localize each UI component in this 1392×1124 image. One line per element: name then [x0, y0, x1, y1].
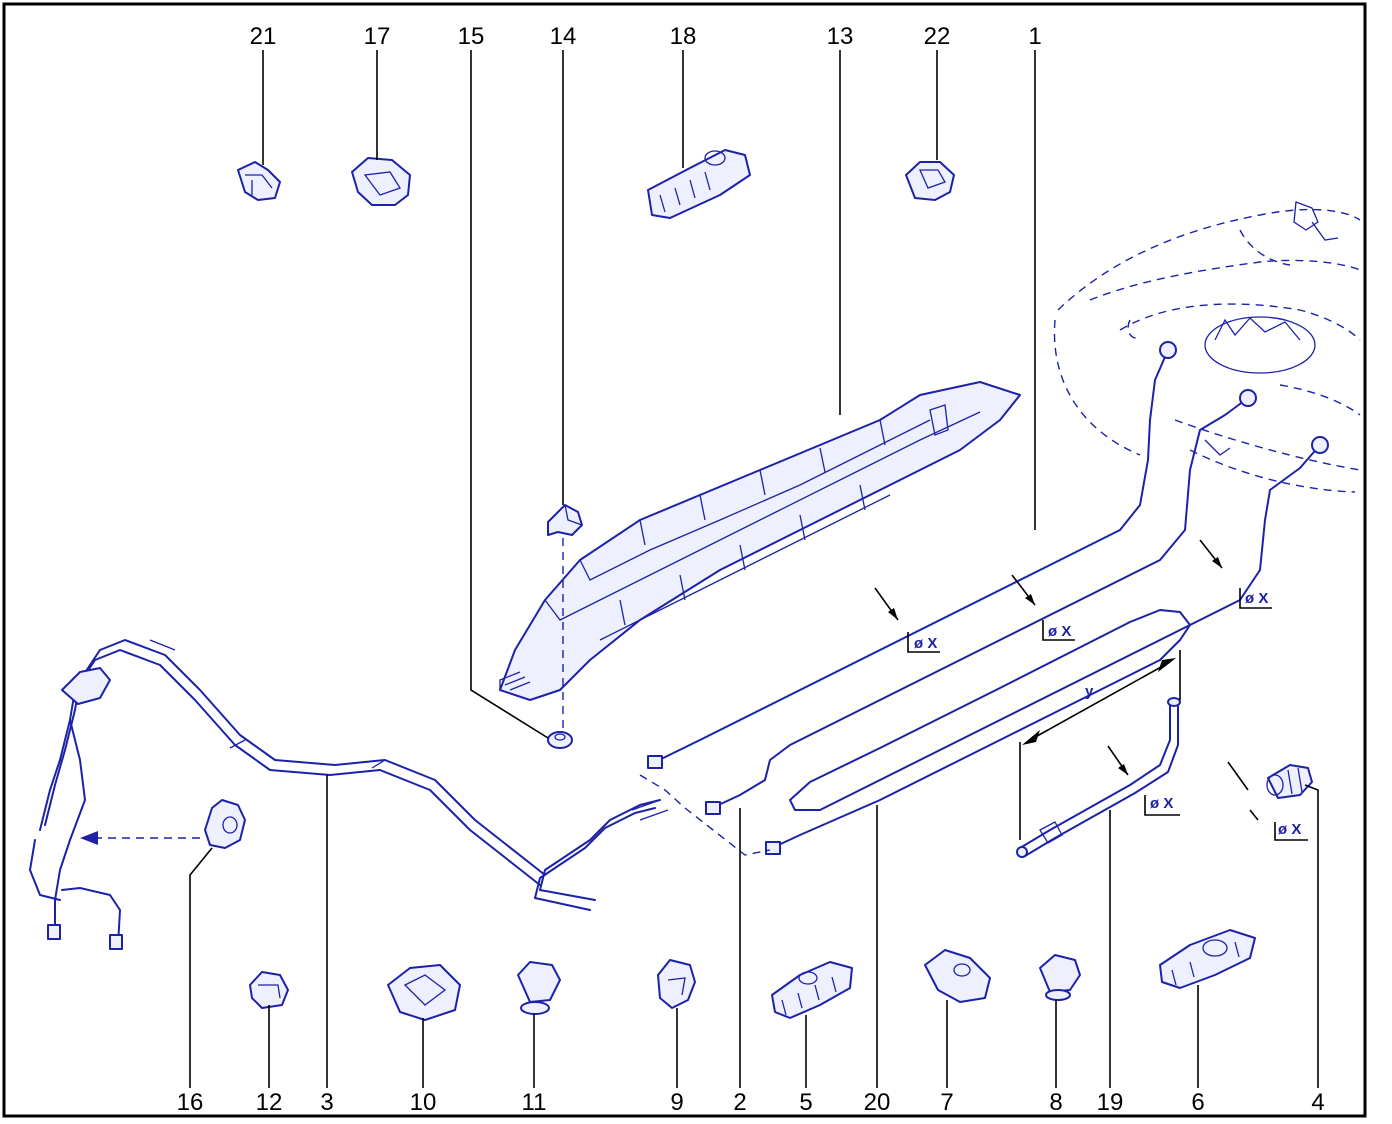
callout-3: 3 — [320, 1089, 333, 1116]
diameter-label-1: ø X — [914, 635, 937, 652]
floor-heat-shield-13 — [499, 381, 1021, 701]
callout-1: 1 — [1028, 23, 1041, 50]
clip-9 — [657, 959, 696, 1009]
clip-6 — [1159, 929, 1256, 989]
diameter-marker-1: ø X — [874, 587, 940, 653]
callout-6: 6 — [1191, 1089, 1204, 1116]
vehicle-underbody-outline — [1053, 201, 1361, 493]
callout-18: 18 — [670, 23, 697, 50]
callout-7: 7 — [940, 1089, 953, 1116]
clip-21 — [237, 161, 281, 201]
callout-13: 13 — [827, 23, 854, 50]
callout-4: 4 — [1311, 1089, 1324, 1116]
diameter-marker-4: ø X — [1107, 745, 1180, 816]
clip-11 — [517, 961, 561, 1015]
clip-18 — [647, 149, 751, 219]
diagram-frame — [2, 2, 1367, 1118]
callout-16: 16 — [177, 1089, 204, 1116]
clip-8 — [1039, 954, 1081, 1001]
callout-22: 22 — [924, 23, 951, 50]
bracket-14 — [547, 504, 583, 730]
diameter-marker-5: ø X — [1227, 761, 1308, 841]
callout-9: 9 — [670, 1089, 683, 1116]
callout-leaders — [189, 50, 1319, 1088]
pipe-2 — [705, 389, 1257, 815]
clip-17 — [351, 157, 411, 206]
clip-12 — [249, 971, 289, 1009]
callout-21: 21 — [250, 23, 277, 50]
pipe-19 — [1016, 697, 1181, 858]
callout-12: 12 — [256, 1089, 283, 1116]
pipe-assembly-3 — [29, 639, 661, 950]
diameter-label-4: ø X — [1150, 795, 1173, 812]
bracket-16 — [80, 799, 246, 849]
callout-8: 8 — [1049, 1089, 1062, 1116]
callout-5: 5 — [799, 1089, 812, 1116]
callout-numbers: 21 17 15 14 18 13 22 1 16 12 3 10 11 9 2… — [177, 23, 1325, 1116]
callout-15: 15 — [458, 23, 485, 50]
pipe-assembly-3-connectors — [631, 774, 771, 856]
pipe-20 — [765, 436, 1329, 855]
dimension-y: y — [1019, 650, 1181, 840]
dimension-y-label: y — [1085, 683, 1094, 700]
diameter-label-3: ø X — [1245, 590, 1268, 607]
pipe-1 — [647, 341, 1177, 769]
diameter-marker-2: ø X — [1011, 574, 1075, 641]
callout-14: 14 — [550, 23, 577, 50]
nut-15 — [547, 731, 573, 749]
diameter-marker-3: ø X — [1199, 539, 1272, 609]
callout-17: 17 — [364, 23, 391, 50]
callout-19: 19 — [1097, 1089, 1124, 1116]
clip-7 — [924, 949, 991, 1003]
diameter-label-5: ø X — [1278, 821, 1301, 838]
callout-11: 11 — [522, 1089, 547, 1116]
diameter-label-2: ø X — [1048, 623, 1071, 640]
clip-10 — [387, 964, 461, 1021]
callout-20: 20 — [864, 1089, 891, 1116]
union-4 — [1266, 764, 1313, 799]
clip-5 — [771, 961, 853, 1019]
clip-22 — [905, 161, 955, 201]
callout-10: 10 — [410, 1089, 437, 1116]
callout-2: 2 — [733, 1089, 746, 1116]
